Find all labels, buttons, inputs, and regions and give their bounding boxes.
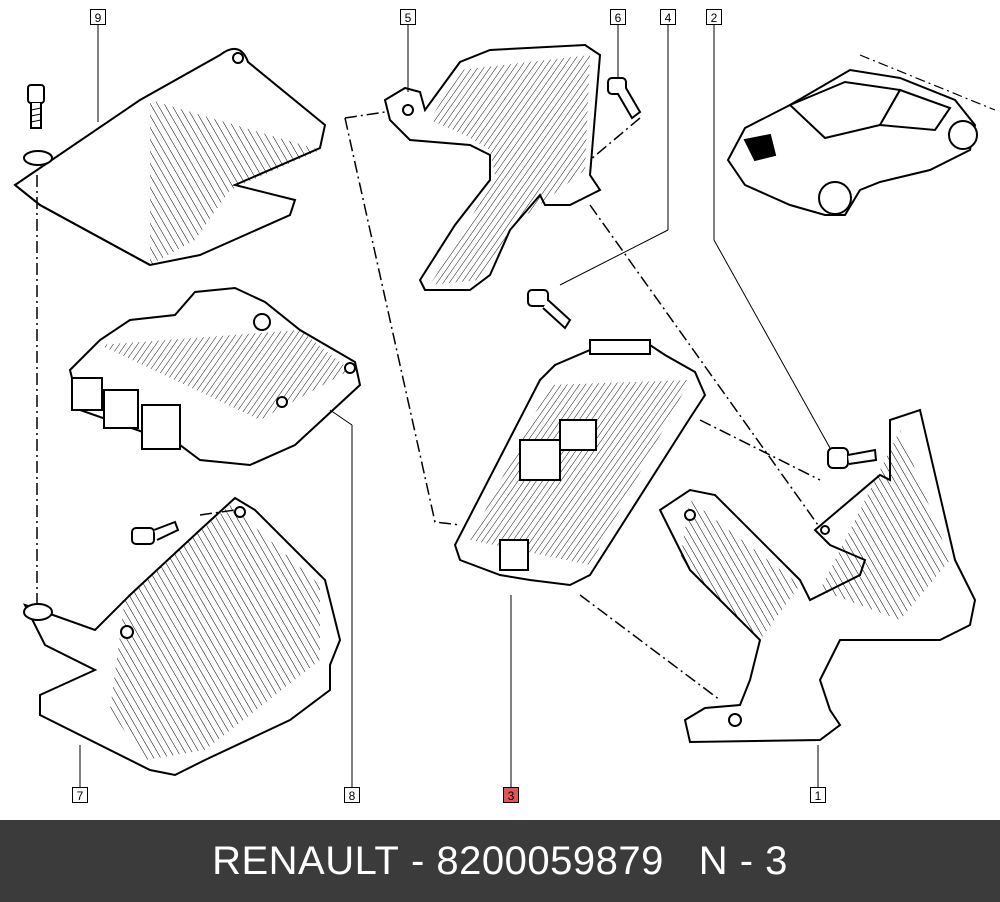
assembly-lines [36, 111, 821, 701]
tray-part-7 [22, 496, 342, 777]
callout-9: 9 [90, 9, 106, 25]
part-number: 8200059879 [436, 838, 664, 883]
callout-3: 3 [503, 787, 519, 803]
screw-part-4 [527, 289, 572, 330]
bracket-part-1 [658, 408, 977, 744]
callout-6: 6 [610, 9, 626, 25]
diagram-position: N - 3 [698, 838, 788, 883]
ecu-module-part-8 [68, 286, 362, 467]
footer-separator: - [410, 838, 425, 883]
callout-4: 4 [660, 9, 676, 25]
leader-lines [79, 25, 831, 787]
callout-8: 8 [344, 787, 360, 803]
callout-2: 2 [706, 9, 722, 25]
bracket-part-5 [383, 43, 602, 291]
screw-left-top [27, 84, 45, 129]
screw-part-6 [607, 77, 642, 120]
screw-part-2 [827, 447, 878, 469]
screw-left-bottom [131, 520, 180, 545]
car-illustration [726, 54, 996, 216]
cover-plate-part-9 [13, 47, 327, 267]
callout-5: 5 [400, 9, 416, 25]
callout-1: 1 [810, 787, 826, 803]
parts-diagram [13, 25, 996, 787]
brand-name: RENAULT [212, 838, 400, 883]
ecu-module-part-3 [453, 339, 707, 587]
callout-7: 7 [72, 787, 88, 803]
part-footer-bar: RENAULT - 8200059879 N - 3 [0, 820, 1000, 902]
